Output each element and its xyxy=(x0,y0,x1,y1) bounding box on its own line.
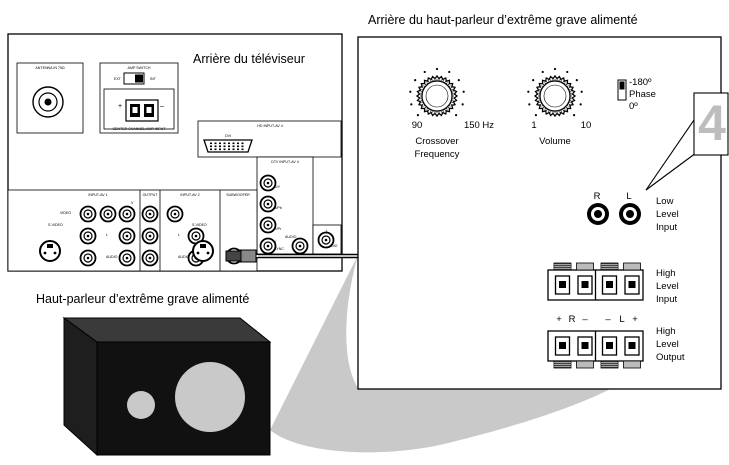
phase-switch[interactable] xyxy=(617,79,627,101)
center-channel-label: CENTER CHANNEL AMP INPUT xyxy=(112,127,166,131)
low-l-label: L xyxy=(626,191,631,202)
pr-label: R/Pr xyxy=(274,227,282,231)
low-level-label-2: Level xyxy=(656,209,679,220)
pb-label: B/Pb xyxy=(274,206,282,210)
av2-svideo-port[interactable] xyxy=(192,240,214,262)
volume-knob[interactable] xyxy=(527,67,583,118)
crossover-label-2: Frequency xyxy=(415,149,460,160)
polarity-2: R xyxy=(569,314,576,325)
dtv-input-label: DTV INPUT-AV 4 xyxy=(271,160,299,164)
dvi-label: DVI xyxy=(225,134,231,138)
tv-rear-title: Arrière du téléviseur xyxy=(193,52,305,66)
int-label: INT xyxy=(150,77,157,81)
av1-audio-label: AUDIO xyxy=(106,255,118,259)
callout-fan xyxy=(270,255,612,453)
high-out-label-3: Output xyxy=(656,352,685,363)
sub-driver xyxy=(175,362,245,432)
high-level-input-terminal[interactable] xyxy=(547,262,644,301)
high-in-label-3: Input xyxy=(656,294,677,305)
v-label: V xyxy=(274,240,277,244)
center-plus: + xyxy=(118,103,122,110)
phase-label: Phase xyxy=(629,89,656,100)
crossover-knob[interactable] xyxy=(409,67,465,118)
tv-jacks xyxy=(79,174,335,267)
av2-svideo-label: S-VIDEO xyxy=(192,223,207,227)
powered-sub-title: Haut-parleur d’extrême grave alimenté xyxy=(36,292,249,306)
dtv-audio-label: AUDIO xyxy=(285,235,297,239)
high-level-output-terminal[interactable] xyxy=(547,330,644,369)
sub-rear-title: Arrière du haut-parleur d’extrême grave … xyxy=(368,13,638,27)
subwoofer-label: SUBWOOFER xyxy=(226,193,250,197)
low-level-label-1: Low xyxy=(656,196,674,207)
crossover-label-1: Crossover xyxy=(415,136,458,147)
amp-switch-label: AMP SWITCH xyxy=(128,66,151,70)
av2-l-label: L xyxy=(178,233,180,237)
subwoofer-rear-panel: Arrière du haut-parleur d’extrême grave … xyxy=(357,13,729,390)
phase-top: -180º xyxy=(629,77,652,88)
high-out-label-2: Level xyxy=(656,339,679,350)
phase-bottom: 0º xyxy=(629,101,638,112)
polarity-5: L xyxy=(619,314,624,325)
av1-video-label: VIDEO xyxy=(60,211,71,215)
amp-switch[interactable] xyxy=(123,72,145,85)
high-in-label-1: High xyxy=(656,268,676,279)
output-v-label: V xyxy=(131,201,134,205)
powered-subwoofer: Haut-parleur d’extrême grave alimenté xyxy=(36,292,272,457)
av1-svideo-port[interactable] xyxy=(39,240,61,262)
dtv-l-label: L xyxy=(326,229,328,233)
antenna-label: ANTENNA IN 75Ω xyxy=(35,66,65,70)
step-badge xyxy=(693,92,729,156)
volume-label: Volume xyxy=(539,136,571,147)
dvi-pins xyxy=(210,142,244,151)
polarity-1: + xyxy=(556,314,562,325)
output-label: OUTPUT xyxy=(143,193,159,197)
center-minus: – xyxy=(160,103,164,110)
polarity-4: – xyxy=(605,314,611,325)
low-r-label: R xyxy=(594,191,601,202)
hd-input-label: HD INPUT-AV 4 xyxy=(257,124,283,128)
av1-l-label: L xyxy=(106,233,108,237)
input-av2-label: INPUT-AV 2 xyxy=(180,193,199,197)
volume-min: 1 xyxy=(531,120,536,131)
av1-svideo-label: S-VIDEO xyxy=(48,223,63,227)
volume-max: 10 xyxy=(581,120,592,131)
high-out-label-1: High xyxy=(656,326,676,337)
polarity-6: + xyxy=(632,314,638,325)
crossover-max: 150 Hz xyxy=(464,120,494,131)
av2-audio-label: AUDIO xyxy=(178,255,190,259)
y-label: G/Y xyxy=(274,185,281,189)
tv-rear-panel: Arrière du téléviseur ANTENNA IN 75Ω AMP… xyxy=(7,33,343,272)
low-level-label-3: Input xyxy=(656,222,677,233)
ext-label: EXT xyxy=(114,77,122,81)
crossover-min: 90 xyxy=(412,120,423,131)
step-number: 4 xyxy=(698,95,726,151)
input-av1-label: INPUT-AV 1 xyxy=(88,193,107,197)
polarity-3: – xyxy=(582,314,588,325)
sync-label: SYNC xyxy=(274,247,284,251)
sub-port xyxy=(127,391,155,419)
high-in-label-2: Level xyxy=(656,281,679,292)
